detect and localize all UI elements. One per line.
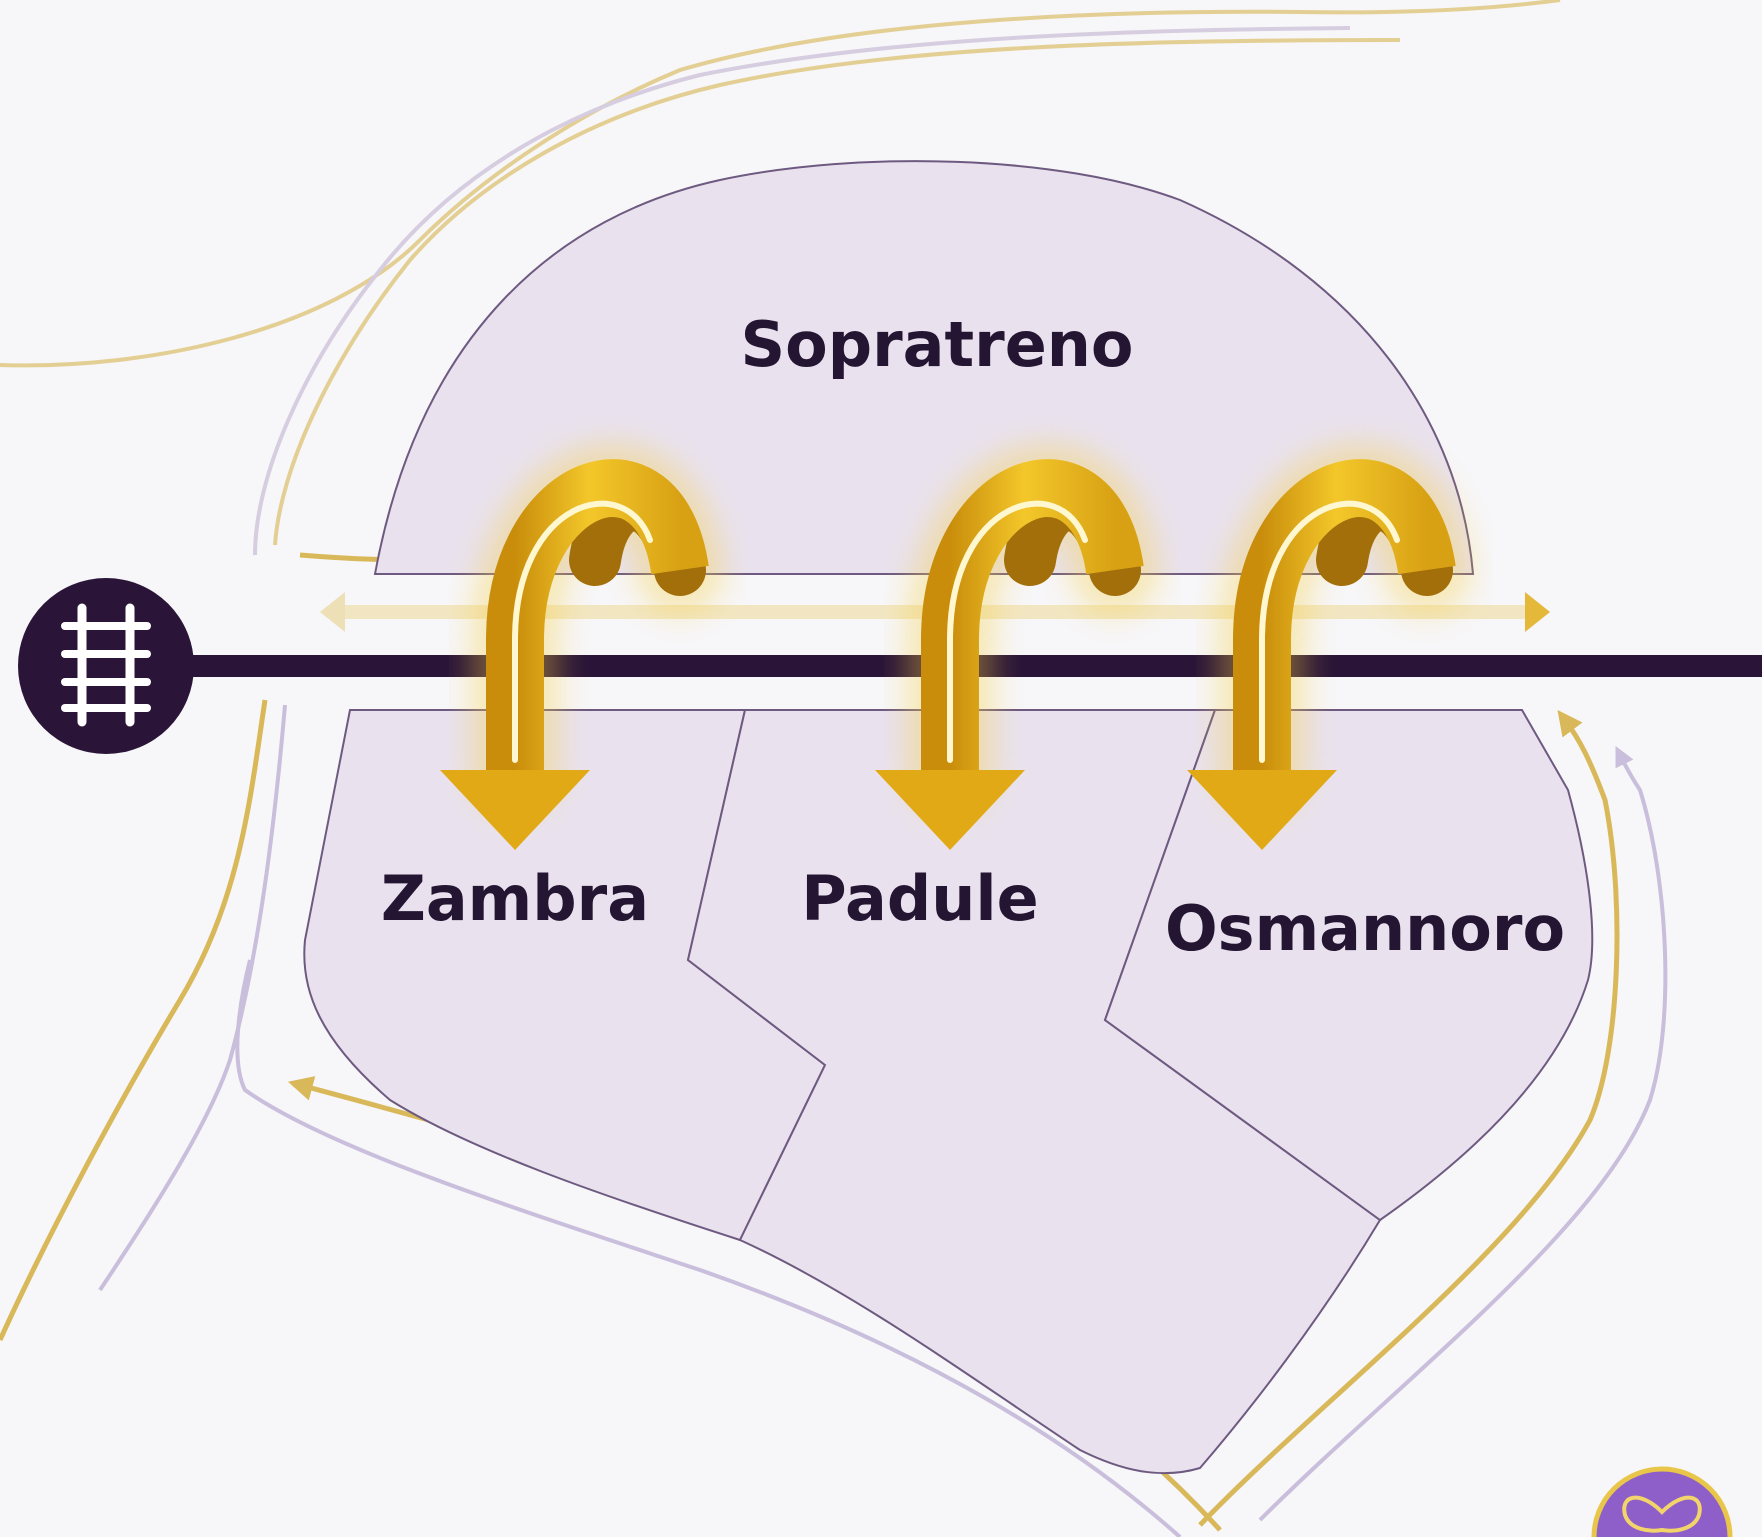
zone-padule	[686, 709, 1382, 1475]
context-roads	[0, 0, 1561, 556]
butterfly-badge-icon	[1591, 1466, 1733, 1537]
label-zambra: Zambra	[381, 862, 649, 935]
zone-zambra	[303, 709, 827, 1242]
railway-track-icon	[18, 578, 194, 754]
label-osmannoro: Osmannoro	[1165, 892, 1565, 965]
connector-padule	[875, 443, 1160, 850]
zone-osmannoro	[1103, 709, 1594, 1222]
label-padule: Padule	[801, 862, 1038, 935]
label-sopratreno: Sopratreno	[740, 308, 1133, 381]
connectors	[440, 443, 1472, 850]
connector-zambra	[440, 443, 725, 850]
connector-osmannoro	[1187, 443, 1472, 850]
